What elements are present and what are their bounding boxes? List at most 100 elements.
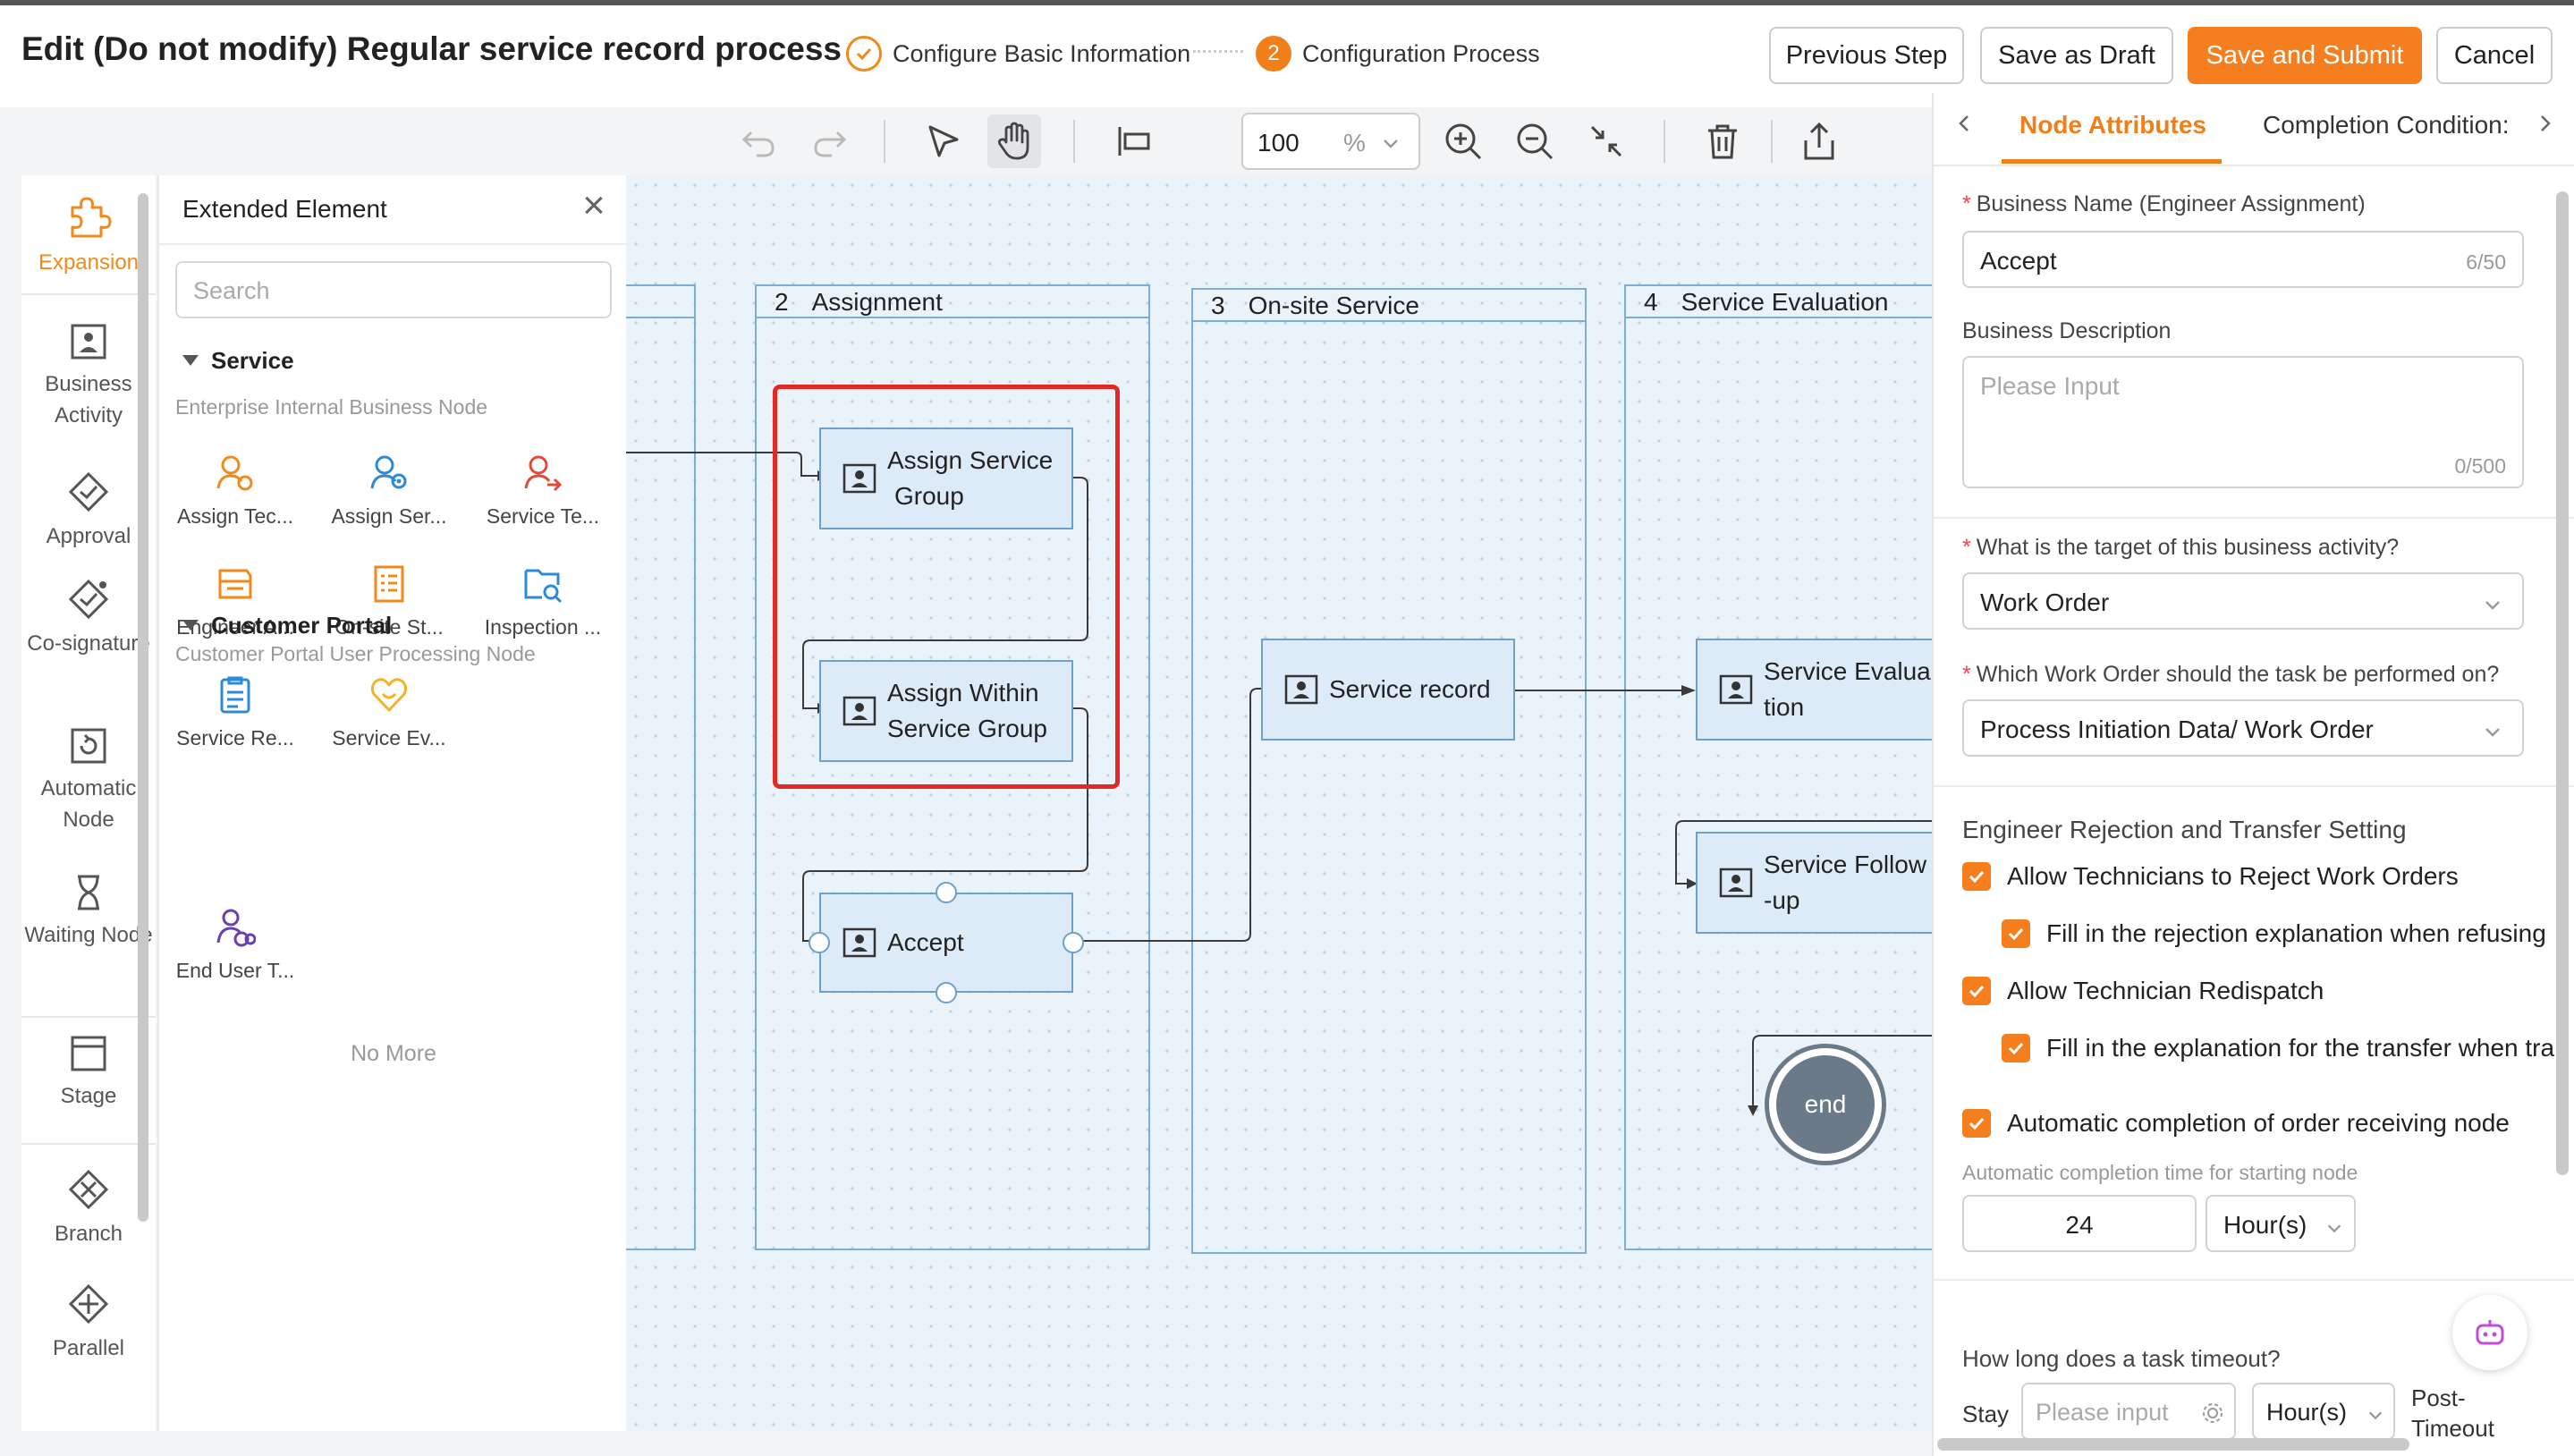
element-end-user[interactable]: End User T...	[159, 907, 311, 983]
section-customer-portal-title[interactable]: Customer Portal	[182, 612, 392, 639]
extended-element-panel: Extended Element × Search Service Enterp…	[157, 175, 628, 1431]
toolbar-divider	[1771, 120, 1773, 163]
target-label: *What is the target of this business act…	[1962, 535, 2400, 560]
business-description-label: Business Description	[1962, 318, 2172, 343]
target-select[interactable]: Work Order	[1962, 572, 2524, 630]
properties-scrollbar[interactable]	[2556, 191, 2569, 1175]
business-name-label: *Business Name (Engineer Assignment)	[1962, 191, 2366, 216]
chevron-down-icon	[2367, 1402, 2384, 1430]
connection-anchor[interactable]	[809, 932, 830, 953]
save-submit-button[interactable]: Save and Submit	[2188, 27, 2422, 84]
checkbox-checked-icon	[2002, 919, 2030, 948]
save-draft-button[interactable]: Save as Draft	[1980, 27, 2173, 84]
node-accept[interactable]: Accept	[819, 893, 1073, 993]
step-basic-info[interactable]: Configure Basic Information	[846, 36, 1190, 72]
category-scrollbar[interactable]	[138, 193, 148, 1222]
category-approval[interactable]: Approval	[21, 470, 156, 552]
export-icon[interactable]	[1798, 120, 1841, 163]
align-left-icon[interactable]	[1113, 120, 1156, 163]
divider	[1934, 785, 2574, 787]
parallel-icon	[68, 1283, 109, 1325]
search-input[interactable]: Search	[175, 261, 612, 318]
auto-completion-checkbox[interactable]: Automatic completion of order receiving …	[1962, 1109, 2510, 1138]
stay-unit-select[interactable]: Hour(s)	[2252, 1383, 2395, 1440]
business-name-input[interactable]: Accept 6/50	[1962, 231, 2524, 288]
rejection-explanation-checkbox[interactable]: Fill in the rejection explanation when r…	[2002, 919, 2546, 948]
element-service-evaluation[interactable]: Service Ev...	[313, 674, 465, 750]
node-service-follow-up[interactable]: Service Follow-up	[1696, 832, 1932, 934]
work-order-select[interactable]: Process Initiation Data/ Work Order	[1962, 699, 2524, 757]
auto-time-unit-select[interactable]: Hour(s)	[2206, 1195, 2356, 1252]
zoom-in-icon[interactable]	[1442, 120, 1485, 163]
end-event[interactable]: end	[1769, 1048, 1882, 1161]
element-engineer-accept[interactable]: Engineer A...	[159, 563, 311, 639]
zoom-select[interactable]: 100 %	[1241, 113, 1420, 170]
element-assign-service-group[interactable]: Assign Ser...	[313, 453, 465, 529]
chevron-left-icon[interactable]	[1953, 113, 1975, 139]
allow-reject-checkbox[interactable]: Allow Technicians to Reject Work Orders	[1962, 862, 2459, 891]
flow-connectors	[626, 452, 1932, 1116]
connection-anchor[interactable]	[1063, 932, 1084, 953]
transfer-explanation-checkbox[interactable]: Fill in the explanation for the transfer…	[2002, 1034, 2556, 1062]
step-configuration[interactable]: 2 Configuration Process	[1256, 36, 1540, 72]
page-title: Edit (Do not modify) Regular service rec…	[21, 30, 842, 67]
connection-anchor[interactable]	[936, 882, 957, 903]
category-expansion[interactable]: Expansion	[21, 193, 156, 278]
checkbox-checked-icon	[2002, 1034, 2030, 1062]
element-inspection[interactable]: Inspection ...	[467, 563, 619, 639]
connection-anchor[interactable]	[936, 982, 957, 1003]
chevron-right-icon[interactable]	[2535, 113, 2556, 139]
node-service-record[interactable]: Service record	[1261, 639, 1515, 741]
allow-redispatch-checkbox[interactable]: Allow Technician Redispatch	[1962, 977, 2324, 1005]
pointer-select-icon[interactable]	[921, 120, 964, 163]
category-parallel[interactable]: Parallel	[21, 1282, 156, 1364]
toolbar-divider	[884, 120, 885, 163]
horizontal-scrollbar[interactable]	[1937, 1438, 2409, 1451]
delete-icon[interactable]	[1701, 120, 1744, 163]
zoom-out-icon[interactable]	[1513, 120, 1556, 163]
element-service-team[interactable]: Service Te...	[467, 453, 619, 529]
category-stage[interactable]: Stage	[21, 1034, 156, 1112]
lane-header: e	[626, 286, 694, 318]
category-co-signature[interactable]: Co-signature	[21, 578, 156, 659]
element-assign-technician[interactable]: Assign Tec...	[159, 453, 311, 529]
rejection-section-title: Engineer Rejection and Transfer Setting	[1962, 816, 2407, 843]
element-on-site-start[interactable]: On-site St...	[313, 563, 465, 639]
stay-input[interactable]: Please input	[2021, 1383, 2236, 1440]
hand-pan-icon[interactable]	[987, 114, 1041, 168]
category-waiting-node[interactable]: Waiting Node	[21, 873, 156, 951]
auto-time-label: Automatic completion time for starting n…	[1962, 1161, 2358, 1184]
auto-time-input[interactable]: 24	[1962, 1195, 2197, 1252]
user-task-icon	[842, 694, 876, 738]
category-branch[interactable]: Branch	[21, 1168, 156, 1249]
assign-technician-icon	[216, 455, 253, 491]
active-tab-indicator	[2002, 159, 2222, 164]
fit-to-screen-icon[interactable]	[1585, 120, 1628, 163]
business-description-textarea[interactable]: Please Input 0/500	[1962, 356, 2524, 488]
cancel-button[interactable]: Cancel	[2436, 27, 2553, 84]
tab-completion-condition[interactable]: Completion Condition:	[2263, 111, 2510, 139]
section-service-title[interactable]: Service	[182, 347, 294, 375]
element-service-record[interactable]: Service Re...	[159, 674, 311, 750]
on-site-start-icon	[374, 565, 404, 603]
close-icon[interactable]: ×	[582, 183, 605, 227]
assistant-robot-icon[interactable]	[2452, 1295, 2527, 1370]
step-number: 2	[1256, 36, 1291, 72]
category-business-activity[interactable]: Business Activity	[21, 322, 156, 431]
engineer-accept-icon	[218, 569, 252, 599]
undo-icon[interactable]	[737, 120, 780, 163]
previous-step-button[interactable]: Previous Step	[1769, 27, 1964, 84]
divider	[21, 1143, 156, 1145]
redo-icon[interactable]	[809, 120, 851, 163]
tab-node-attributes[interactable]: Node Attributes	[2019, 111, 2206, 139]
category-automatic-node[interactable]: Automatic Node	[21, 726, 156, 835]
chevron-down-icon	[1381, 131, 1401, 159]
